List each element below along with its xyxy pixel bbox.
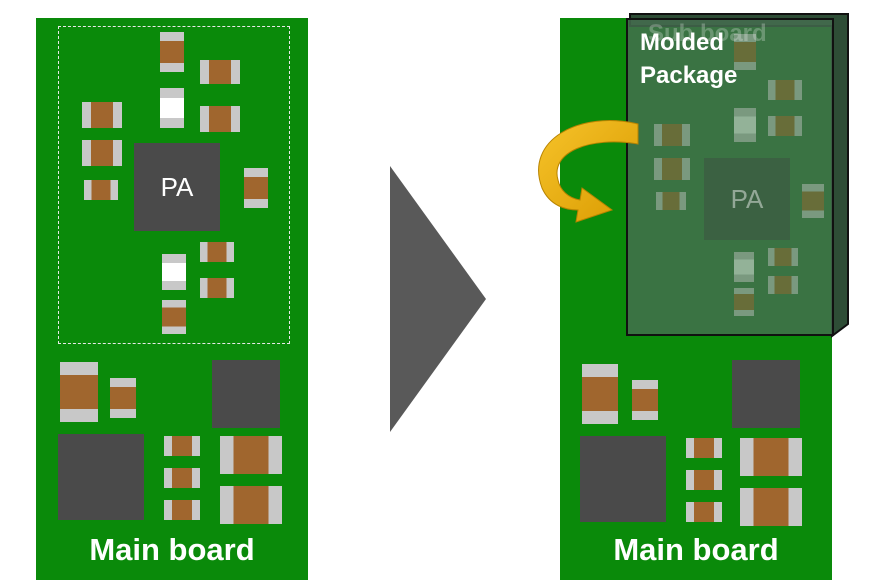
component — [60, 362, 98, 422]
component — [160, 88, 184, 128]
pa-chip — [134, 143, 220, 231]
component — [220, 436, 282, 474]
component — [200, 242, 234, 262]
component — [734, 34, 756, 70]
component — [244, 168, 268, 208]
component — [164, 468, 200, 488]
component — [654, 158, 690, 180]
component — [768, 276, 798, 294]
chip — [732, 360, 800, 428]
component — [82, 140, 122, 166]
component — [582, 364, 618, 424]
chip — [580, 436, 666, 522]
curved-arrow-icon — [538, 120, 639, 223]
component — [82, 102, 122, 128]
component — [686, 470, 722, 490]
component — [686, 438, 722, 458]
molded-package-label-text: Molded Package — [640, 29, 738, 89]
component — [686, 502, 722, 522]
component — [200, 106, 240, 132]
play-triangle-icon — [390, 166, 486, 432]
component — [734, 252, 754, 282]
chip — [58, 434, 144, 520]
molded-package-label: Molded Package — [640, 26, 737, 92]
pa-chip — [704, 158, 790, 240]
component — [740, 488, 802, 526]
component — [162, 300, 186, 334]
component — [656, 192, 686, 210]
molded-package — [626, 18, 834, 336]
component — [160, 32, 184, 72]
chip — [212, 360, 280, 428]
component — [164, 500, 200, 520]
main-board-label: Main board — [89, 532, 255, 567]
component — [84, 180, 118, 200]
component — [200, 278, 234, 298]
sub-board-label: Sub board — [648, 20, 767, 47]
component — [164, 436, 200, 456]
component — [740, 438, 802, 476]
component — [110, 378, 136, 418]
pa-label: PA — [160, 171, 194, 202]
component — [734, 108, 756, 142]
component — [162, 254, 186, 290]
component — [200, 60, 240, 84]
component — [768, 248, 798, 266]
component — [654, 124, 690, 146]
component — [768, 80, 802, 100]
component — [632, 380, 658, 420]
sub-board-outline — [58, 26, 290, 344]
component — [768, 116, 802, 136]
main-board-label: Main board — [613, 532, 779, 567]
component — [220, 486, 282, 524]
pa-label: PA — [730, 183, 764, 214]
component — [734, 288, 754, 316]
component — [802, 184, 824, 218]
